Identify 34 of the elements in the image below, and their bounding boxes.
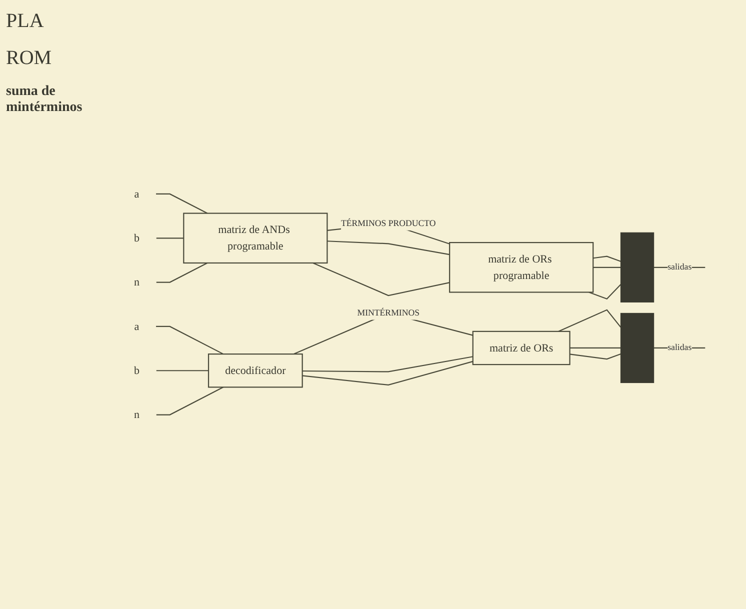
- connector: [327, 240, 450, 256]
- node-text: n: [134, 276, 140, 288]
- node-bar: [620, 232, 654, 303]
- edge-label: salidas: [668, 262, 692, 272]
- edge-label: salidas: [668, 343, 692, 353]
- connector: [156, 326, 224, 355]
- connector: [302, 356, 473, 372]
- node-text: b: [134, 232, 140, 244]
- connector: [156, 238, 184, 239]
- section-label: PLA: [6, 10, 45, 33]
- node-box: matriz de ORs programable: [449, 242, 594, 293]
- connector: [312, 262, 450, 296]
- node-box: matriz de ORs: [472, 331, 570, 366]
- node-text: a: [134, 320, 140, 333]
- node-text: a: [134, 188, 140, 200]
- connector: [558, 309, 622, 332]
- node-text: b: [134, 364, 140, 377]
- node-box: matriz de ANDs programable: [183, 212, 328, 264]
- node-bar: [620, 313, 654, 384]
- edge-label: TÉRMINOS PRODUCTO: [340, 218, 436, 228]
- connector: [156, 194, 208, 214]
- node-text: n: [134, 408, 140, 421]
- connector: [156, 370, 209, 372]
- edge-label: MINTÉRMINOS: [357, 308, 420, 318]
- connector: [570, 348, 621, 349]
- connector: [570, 354, 621, 360]
- note-label: suma de mintérminos: [6, 84, 84, 116]
- connector: [156, 262, 208, 283]
- connector: [156, 386, 224, 416]
- connector: [302, 361, 474, 386]
- node-box: decodificador: [208, 354, 303, 388]
- section-label: ROM: [6, 47, 53, 70]
- connector: [593, 266, 621, 268]
- connector: [593, 256, 621, 262]
